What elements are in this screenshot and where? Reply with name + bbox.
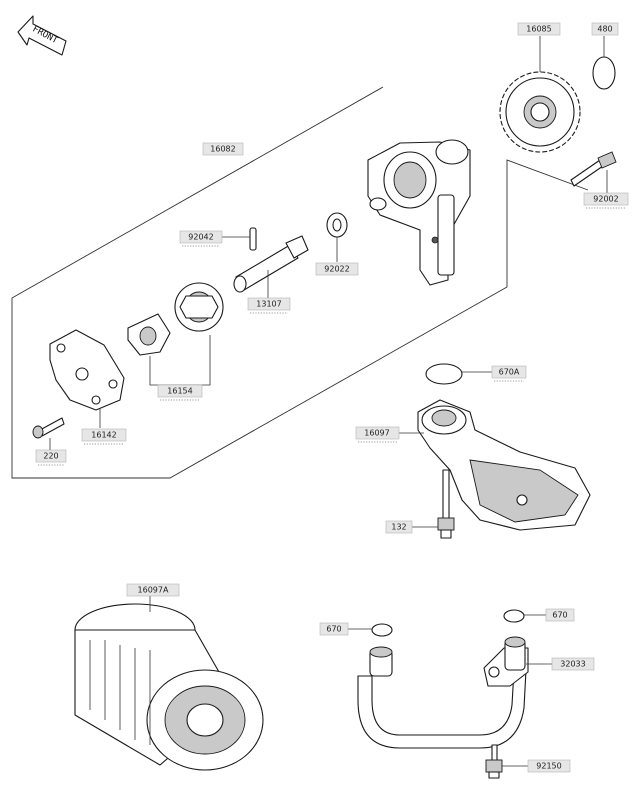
o-ring-670-right-icon xyxy=(503,609,525,623)
svg-text:16097: 16097 xyxy=(364,429,389,438)
o-ring-670a-icon xyxy=(425,363,463,385)
label-92022: 92022 xyxy=(315,262,359,276)
label-92042: 92042 xyxy=(179,230,223,247)
washer-icon xyxy=(326,212,348,238)
label-480: 480 xyxy=(591,22,619,36)
svg-text:13107: 13107 xyxy=(256,300,281,309)
front-arrow-marker: FRONT xyxy=(17,15,67,56)
oil-filter-icon xyxy=(74,603,264,771)
label-132: 132 xyxy=(385,520,413,534)
svg-text:16082: 16082 xyxy=(210,145,235,154)
label-670-left: 670 xyxy=(319,622,349,636)
label-32033: 32033 xyxy=(551,657,595,671)
o-ring-670-left-icon xyxy=(371,623,393,637)
label-16142: 16142 xyxy=(81,428,127,445)
svg-text:16142: 16142 xyxy=(91,431,116,440)
label-92150: 92150 xyxy=(527,759,571,773)
oil-pipe-icon xyxy=(357,636,529,749)
circlip-ring-icon xyxy=(592,56,616,90)
screw-220-icon xyxy=(32,417,65,439)
svg-text:92150: 92150 xyxy=(536,762,561,771)
label-16097a: 16097A xyxy=(126,583,180,597)
rotor-outer-icon xyxy=(174,282,224,332)
svg-text:92002: 92002 xyxy=(593,195,618,204)
label-16097: 16097 xyxy=(355,426,400,443)
bolt-92150-icon xyxy=(485,744,503,779)
svg-text:16154: 16154 xyxy=(167,387,192,396)
label-16154: 16154 xyxy=(157,384,203,401)
label-670a: 670A xyxy=(491,365,527,382)
pump-body-icon xyxy=(367,139,471,286)
sprocket-gear-icon xyxy=(499,71,581,153)
label-16085: 16085 xyxy=(517,22,561,36)
svg-text:132: 132 xyxy=(391,523,406,532)
rotor-inner-icon xyxy=(127,313,171,356)
svg-text:92022: 92022 xyxy=(324,265,349,274)
label-16082: 16082 xyxy=(202,142,244,156)
svg-text:670: 670 xyxy=(552,611,567,620)
label-13107: 13107 xyxy=(247,297,291,314)
oil-pump-assembly-box xyxy=(11,86,589,479)
label-92002: 92002 xyxy=(583,192,629,209)
bolt-132-icon xyxy=(437,469,455,539)
svg-text:92042: 92042 xyxy=(188,233,213,242)
pump-cover-icon xyxy=(49,329,125,411)
svg-text:480: 480 xyxy=(597,25,612,34)
svg-text:16085: 16085 xyxy=(526,25,551,34)
svg-text:16097A: 16097A xyxy=(138,586,169,595)
svg-text:220: 220 xyxy=(43,452,58,461)
svg-text:670: 670 xyxy=(326,625,341,634)
shaft-icon xyxy=(233,235,309,293)
label-670-right: 670 xyxy=(545,608,575,622)
bolt-92002-icon xyxy=(570,151,617,187)
svg-text:670A: 670A xyxy=(499,368,520,377)
label-220: 220 xyxy=(35,449,67,466)
pin-icon xyxy=(249,227,257,251)
filter-ribs xyxy=(89,640,151,745)
oil-strainer-icon xyxy=(417,399,591,531)
svg-text:32033: 32033 xyxy=(560,660,585,669)
